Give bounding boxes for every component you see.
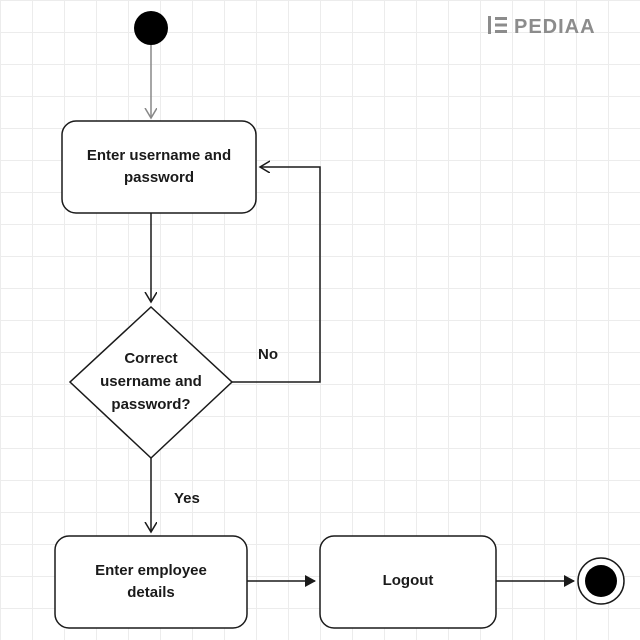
edge-no-loop-back [232,167,321,383]
action-enter-employee-details: Enter employee details [54,535,248,629]
edge-label-no: No [258,346,278,363]
logout-label: Logout [383,572,434,589]
decision-line1: Correct [124,350,177,367]
menu-lines-icon [488,16,507,34]
enter-credentials-line1: Enter username and [87,147,231,164]
end-node [577,557,625,605]
enter-employee-line1: Enter employee [95,562,207,579]
brand-logo: PEDIAA [488,16,596,38]
action-enter-credentials: Enter username and password [61,120,257,214]
decision-line3: password? [111,396,190,413]
start-node [134,11,168,45]
action-logout: Logout [319,535,497,629]
enter-credentials-line2: password [124,169,194,186]
brand-name: PEDIAA [514,16,596,38]
decision-line2: username and [100,373,202,390]
edge-label-yes: Yes [174,490,200,507]
decision-correct-credentials: Correct username and password? [68,305,234,460]
enter-employee-line2: details [127,584,175,601]
